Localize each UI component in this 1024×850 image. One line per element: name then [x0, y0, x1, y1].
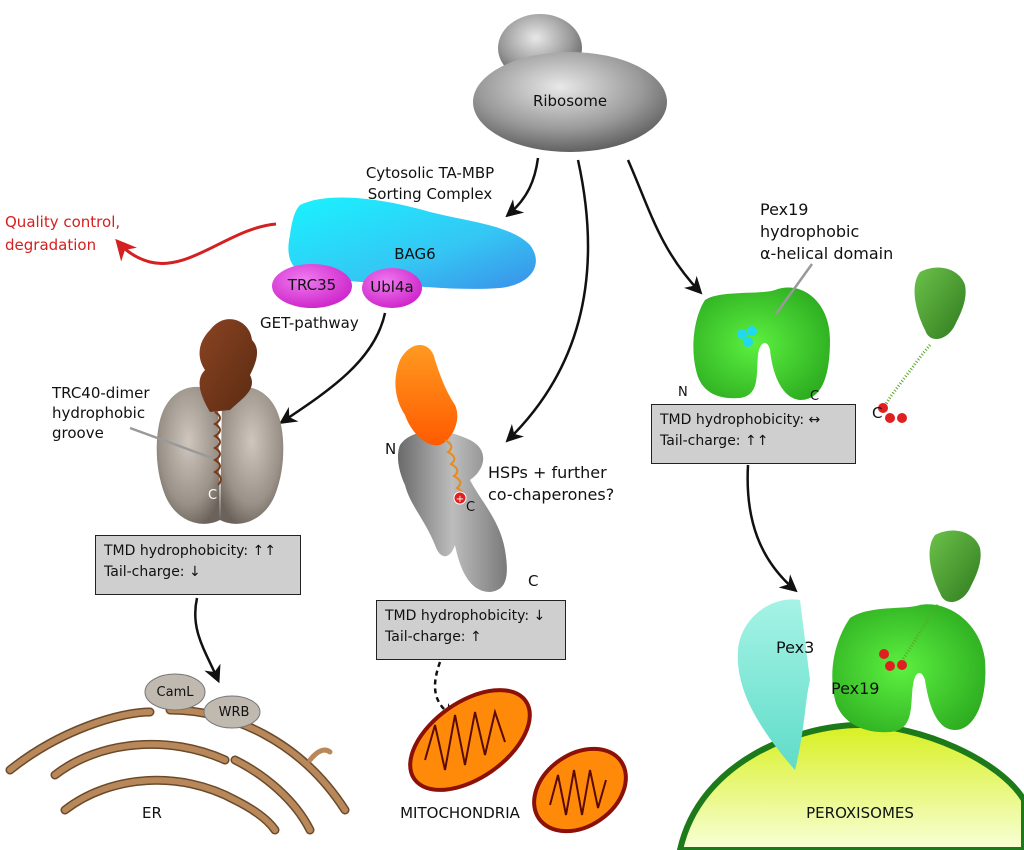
caml-label: CamL — [156, 685, 194, 700]
bag6-shape — [288, 197, 536, 289]
trc40-tmd-hydrophobicity: TMD hydrophobicity: ↑↑ — [104, 543, 276, 559]
quality-control-line1: Quality control, — [5, 213, 121, 231]
pex3-label: Pex3 — [776, 638, 815, 657]
arrow-get-pathway — [279, 312, 387, 424]
arrow-to-quality-control — [115, 222, 277, 265]
tmd-helix-orange — [444, 439, 465, 501]
er-label: ER — [142, 804, 162, 822]
svg-text:+: + — [456, 494, 464, 505]
trc40-info-box: TMD hydrophobicity: ↑↑ Tail-charge: ↓ — [95, 535, 301, 595]
trc40-dimer — [129, 319, 284, 524]
sorting-complex-title-2: Sorting Complex — [367, 185, 493, 203]
arrow-to-hsp — [505, 159, 590, 443]
peroxisome — [676, 530, 1024, 850]
ribosome-label: Ribosome — [532, 92, 608, 110]
tmd-helix-brown — [213, 411, 222, 486]
pex19-n-terminus: N — [678, 385, 688, 400]
hsp-tmd-hydrophobicity: TMD hydrophobicity: ↓ — [385, 608, 546, 624]
ubl4a-shape — [362, 268, 422, 308]
caml-shape — [144, 673, 206, 711]
cristae-2 — [549, 769, 607, 816]
hsp-label-1: HSPs + further — [488, 463, 607, 482]
wrb-label: WRB — [218, 705, 250, 720]
hsp-c-terminus-inner: C — [466, 500, 476, 515]
trc35-label: TRC35 — [287, 276, 337, 294]
ta-tail-c-terminus: C — [872, 404, 883, 422]
groove-pointer — [129, 426, 213, 460]
arrow-to-sorting-complex — [505, 157, 540, 218]
ta-protein-brown — [199, 319, 258, 412]
pex19-c-terminus: C — [810, 389, 820, 404]
positive-charge — [453, 491, 467, 505]
ribosome-large-subunit — [473, 52, 667, 152]
pex19-bound-label: Pex19 — [831, 679, 880, 698]
sorting-complex — [272, 197, 536, 308]
ta-protein-green — [878, 267, 966, 423]
pex19-label-2: hydrophobic — [760, 222, 860, 241]
ta-protein-orange — [395, 344, 458, 446]
trc40-label-3: groove — [52, 424, 104, 442]
hsp-n-terminus: N — [385, 440, 397, 458]
mitochondria-organelles — [408, 688, 628, 834]
hsp-tail-charge: Tail-charge: ↑ — [385, 629, 482, 645]
trc40-label-1: TRC40-dimer — [52, 384, 150, 402]
pex19-label-1: Pex19 — [760, 200, 809, 219]
sorting-complex-title-1: Cytosolic TA-MBP — [365, 164, 495, 182]
bag6-label: BAG6 — [394, 245, 436, 263]
mitochondria-label: MITOCHONDRIA — [400, 804, 520, 822]
er-membranes — [5, 673, 350, 835]
pex19-label-3: α-helical domain — [760, 244, 894, 263]
arrow-to-peroxisome — [746, 464, 798, 593]
trc40-tail-charge: Tail-charge: ↓ — [104, 564, 201, 580]
pex19-soluble — [693, 263, 830, 400]
hsp-c-terminus-outer: C — [528, 572, 539, 590]
pex19-tmd-hydrophobicity: TMD hydrophobicity: ↔ — [660, 412, 821, 428]
cristae-1 — [424, 708, 506, 771]
ribosome — [473, 14, 667, 152]
ubl4a-label: Ubl4a — [370, 278, 414, 296]
arrow-to-pex19 — [626, 159, 703, 295]
hsp-label-2: co-chaperones? — [488, 485, 615, 504]
trc40-label-2: hydrophobic — [52, 404, 146, 422]
ta-protein-bound — [929, 530, 981, 603]
trc40-c-terminus: C — [208, 488, 218, 503]
quality-control-line2: degradation — [5, 236, 97, 254]
trc35-shape — [272, 264, 352, 308]
pex19-tail-charge: Tail-charge: ↑↑ — [660, 433, 769, 449]
hsp-info-box: TMD hydrophobicity: ↓ Tail-charge: ↑ — [376, 600, 566, 660]
pex3-shape — [737, 599, 810, 770]
pex19-info-box: TMD hydrophobicity: ↔ Tail-charge: ↑↑ — [651, 404, 856, 464]
wrb-shape — [203, 695, 261, 729]
pex19-bound-shape — [832, 604, 986, 733]
arrow-to-er — [193, 597, 221, 684]
get-pathway-label: GET-pathway — [260, 314, 359, 332]
hsp-chaperone: + — [395, 344, 507, 592]
peroxisomes-label: PEROXISOMES — [806, 804, 914, 822]
